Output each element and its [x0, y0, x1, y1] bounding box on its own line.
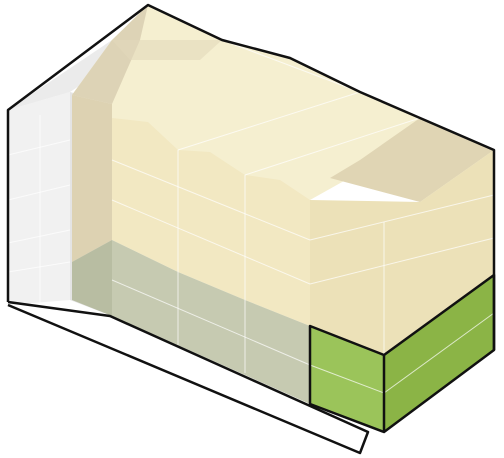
cream-floor-lines — [111, 4, 495, 355]
white-volume-floor-lines — [7, 115, 71, 303]
cream-left-shadow — [72, 95, 112, 262]
white-volume-front — [8, 92, 70, 305]
cream-roof-ridge-shadow — [72, 5, 148, 104]
building-outline — [6, 3, 496, 350]
highlighted-green-unit — [308, 273, 496, 434]
ground-plinth — [8, 302, 368, 453]
ground-floor-grey — [72, 240, 311, 404]
cream-side-upper — [310, 150, 494, 355]
cream-volume — [72, 4, 495, 355]
cream-back-gable-shadow — [112, 40, 222, 60]
plinth-outline — [7, 300, 370, 455]
cream-front-upper — [112, 118, 310, 326]
cream-right-end-shadow — [330, 118, 494, 202]
ground-grey-left — [72, 240, 112, 316]
